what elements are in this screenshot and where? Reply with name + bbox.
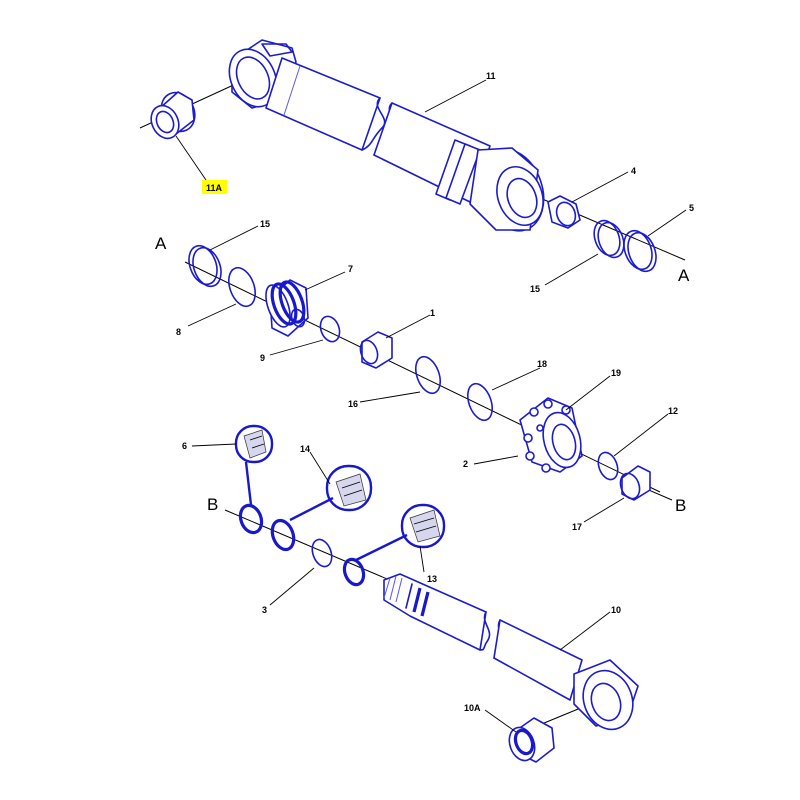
callout-5: 5 [689, 203, 694, 213]
piston-7 [265, 279, 309, 337]
section-letters: A A B B [155, 234, 690, 515]
callout-15-lower: 15 [530, 284, 540, 294]
detail-inset-14 [289, 464, 373, 522]
callout-7: 7 [348, 264, 353, 274]
detail-inset-13 [355, 503, 446, 562]
head-2-and-bolts-19 [519, 397, 583, 473]
section-b-left: B [207, 495, 218, 514]
callout-15-upper: 15 [260, 219, 270, 229]
callout-12: 12 [668, 406, 678, 416]
assembly-axes [139, 81, 686, 736]
callout-11a: 11A [206, 183, 223, 193]
callout-8: 8 [176, 327, 181, 337]
callout-19: 19 [611, 368, 621, 378]
callout-9: 9 [260, 353, 265, 363]
callout-11a-highlight [202, 180, 227, 194]
seal-ring-b-1 [238, 503, 264, 535]
callout-11: 11 [486, 71, 496, 81]
callout-18: 18 [537, 359, 547, 369]
section-a-right: A [678, 266, 690, 285]
seal-ring-b-3 [342, 557, 366, 587]
callout-labels: 11 11A 4 5 15 15 7 8 9 1 18 16 19 12 2 1… [176, 71, 694, 713]
callout-6: 6 [182, 441, 187, 451]
callout-16: 16 [348, 399, 358, 409]
piston-nut-4 [547, 195, 581, 229]
callout-14: 14 [300, 444, 310, 454]
bearing-17 [619, 465, 651, 501]
section-b-right: B [675, 496, 686, 515]
callout-4: 4 [631, 166, 636, 176]
callout-3: 3 [262, 605, 267, 615]
callout-10: 10 [611, 605, 621, 615]
o-ring-18 [466, 382, 494, 422]
seal-ring-b-2 [270, 518, 296, 552]
callout-1: 1 [430, 308, 435, 318]
o-ring-16 [414, 355, 442, 395]
o-ring-9 [319, 315, 341, 343]
callout-10a: 10A [464, 703, 481, 713]
seal-ring-15-right [593, 219, 625, 259]
bushing-11a [150, 91, 196, 140]
callout-2: 2 [463, 459, 468, 469]
bushing-10a [508, 717, 555, 763]
callout-13: 13 [427, 574, 437, 584]
o-ring-8 [228, 266, 256, 308]
leader-lines [175, 79, 687, 733]
seal-ring-5 [623, 229, 657, 273]
cylinder-tube [228, 39, 545, 232]
seal-ring-15-left [188, 244, 222, 288]
section-a-left: A [155, 234, 167, 253]
callout-17: 17 [572, 522, 582, 532]
spacer-1 [359, 331, 393, 369]
ring-12 [597, 451, 619, 481]
detail-inset-6 [234, 424, 274, 506]
ring-3 [311, 538, 333, 568]
piston-rod-10 [383, 573, 639, 731]
